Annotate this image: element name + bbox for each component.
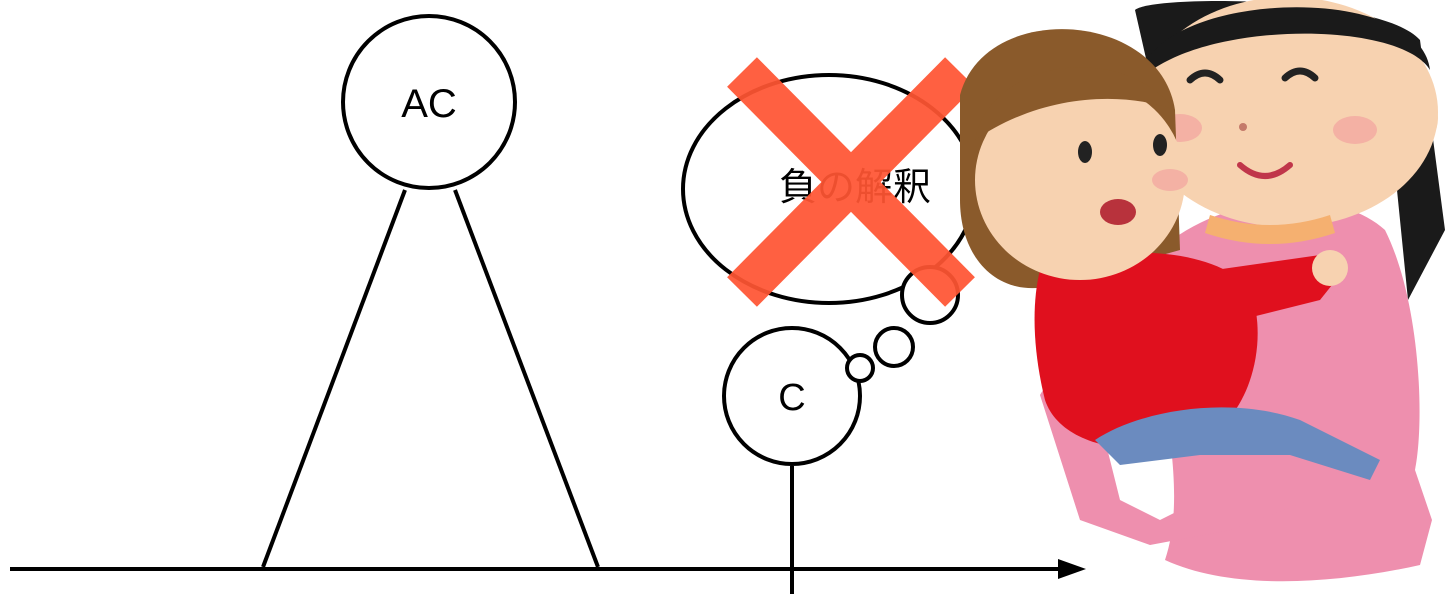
child-bangs bbox=[975, 67, 1175, 140]
mother-eye-left bbox=[1186, 69, 1224, 84]
child-hand bbox=[1312, 250, 1348, 286]
mother-bangs bbox=[1140, 7, 1430, 80]
mother-mouth bbox=[1237, 162, 1293, 179]
child-pants bbox=[1095, 407, 1380, 480]
thought-dot-medium bbox=[873, 326, 915, 368]
ac-label: AC bbox=[401, 82, 457, 126]
mother-child-illustration bbox=[960, 0, 1445, 582]
ac-node: AC bbox=[261, 14, 600, 568]
child-face bbox=[975, 80, 1185, 280]
thought-dot-small bbox=[845, 353, 875, 383]
mother-nose bbox=[1239, 123, 1247, 131]
mother-blush-right bbox=[1333, 116, 1377, 144]
c-circle bbox=[722, 326, 862, 466]
mother-eye-right bbox=[1281, 67, 1319, 82]
mother-face bbox=[1138, 0, 1438, 227]
child-mouth bbox=[1100, 199, 1136, 225]
x-mark-icon bbox=[727, 57, 975, 307]
mother-ear bbox=[1402, 92, 1438, 144]
child-eye-right bbox=[1153, 134, 1167, 156]
ac-circle bbox=[341, 14, 517, 190]
c-node: C bbox=[722, 326, 862, 594]
mother-arm-lower bbox=[1040, 376, 1310, 545]
mother-collar bbox=[1205, 215, 1335, 244]
child-eye-left bbox=[1078, 141, 1092, 163]
c-label: C bbox=[778, 377, 805, 419]
ac-left-leg bbox=[261, 189, 407, 568]
child-blush bbox=[1152, 169, 1188, 191]
ac-right-leg bbox=[453, 189, 600, 568]
child-arm bbox=[1180, 255, 1340, 330]
